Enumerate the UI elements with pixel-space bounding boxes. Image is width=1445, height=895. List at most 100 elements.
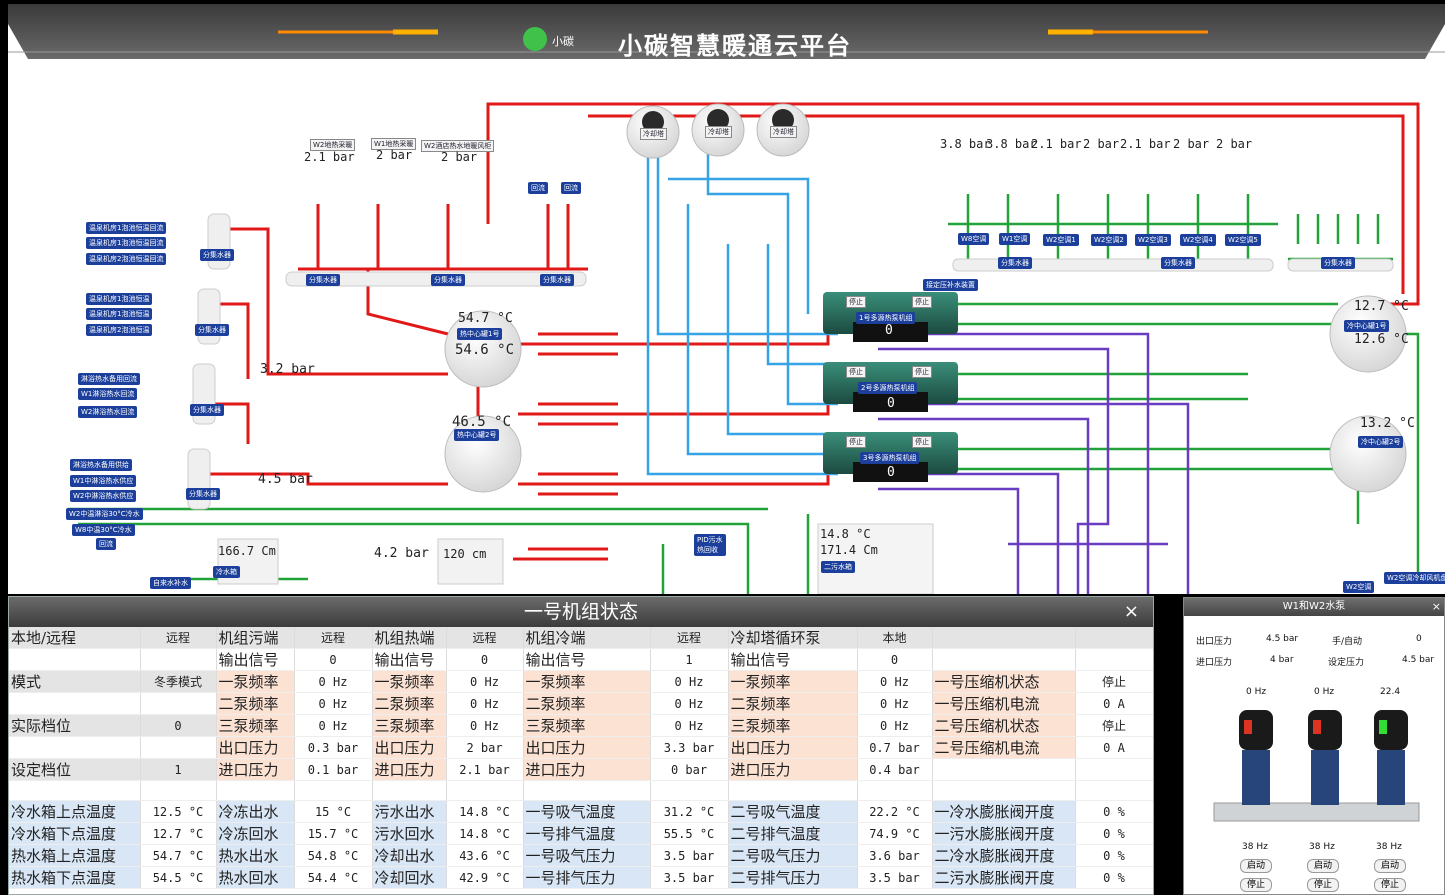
status-label-cell: 进口压力 [523, 758, 651, 781]
status-label-cell: 一泵频率 [728, 670, 858, 693]
status-value-cell: 42.9 °C [446, 866, 524, 890]
cooling-tower-label: 冷却塔 [640, 128, 667, 140]
status-label-cell: 二号压缩机电流 [932, 736, 1076, 759]
status-value-cell: 3.5 bar [650, 866, 729, 890]
pipe-network [8, 4, 1445, 594]
status-label-cell: 本地/远程 [9, 627, 141, 649]
status-value-cell: 0 % [1075, 844, 1153, 868]
hot-tank1-temp-bottom: 54.6 °C [455, 342, 515, 358]
cold-tank1-temp-top: 12.7 °C [1354, 299, 1409, 314]
cold-tank1-temp-bottom: 12.6 °C [1354, 332, 1409, 347]
status-label-cell: 模式 [9, 670, 141, 693]
branch-pressure: 2 bar [1173, 137, 1210, 151]
manifold-tag: 分集水器 [186, 488, 220, 500]
status-label-cell: 一冷水膨胀阀开度 [932, 800, 1076, 824]
unit3-stop-button[interactable]: 停止 [846, 436, 866, 448]
line-tag: 淋浴热水备用供给 [70, 459, 132, 471]
unit3-stop-button[interactable]: 停止 [912, 436, 932, 448]
pump2-set-freq: 38 Hz [1309, 842, 1335, 852]
return-tag: 回流 [96, 538, 116, 550]
pump-group-icon [1213, 710, 1420, 822]
status-value-cell: 54.7 °C [140, 844, 217, 868]
status-label-cell [523, 780, 651, 802]
status-value-cell: 15 °C [294, 800, 373, 824]
status-value-cell [446, 780, 524, 802]
status-value-cell [140, 780, 217, 802]
panel-title: 一号机组状态 [523, 601, 638, 623]
manifold-tag: 分集水器 [190, 404, 224, 416]
manifold-tag: 分集水器 [200, 249, 234, 261]
status-label-cell [932, 780, 1076, 802]
pump1-stop-button[interactable]: 停止 [1240, 878, 1272, 892]
branch-tag: W2空调3 [1135, 234, 1171, 246]
status-value-cell: 0 Hz [857, 714, 933, 737]
close-icon[interactable]: × [1431, 600, 1441, 613]
status-value-cell: 冬季模式 [140, 670, 217, 693]
unit2-stop-button[interactable]: 停止 [912, 366, 932, 378]
status-label-cell [372, 780, 447, 802]
table-row: 本地/远程远程机组污端远程机组热端远程机组冷端远程冷却塔循环泵本地 [9, 627, 1153, 649]
pump2-stop-button[interactable]: 停止 [1307, 878, 1339, 892]
status-label-cell: 进口压力 [728, 758, 858, 781]
hot-tank1-temp-top: 54.7 °C [458, 311, 513, 326]
pump1-start-button[interactable]: 启动 [1240, 859, 1272, 873]
status-value-cell: 14.8 °C [446, 800, 524, 824]
status-label-cell [9, 692, 141, 715]
status-value-cell: 12.5 °C [140, 800, 217, 824]
status-value-cell: 本地 [857, 627, 933, 649]
status-label-cell: 进口压力 [372, 758, 447, 781]
status-label-cell: 二污水膨胀阀开度 [932, 866, 1076, 890]
branch-tag: W2空调1 [1043, 234, 1079, 246]
status-label-cell [932, 648, 1076, 671]
status-value-cell: 1 [140, 758, 217, 781]
status-value-cell: 14.8 °C [446, 822, 524, 846]
unit1-stop-button[interactable]: 停止 [912, 296, 932, 308]
close-icon[interactable]: × [1123, 601, 1139, 622]
pump2-start-button[interactable]: 启动 [1307, 859, 1339, 873]
status-label-cell: 热水回水 [216, 866, 295, 890]
status-value-cell: 0 Hz [294, 670, 373, 693]
status-label-cell: 机组污端 [216, 627, 295, 649]
hot-tank2-name: 热中心罐2号 [454, 429, 500, 441]
manifold-tag: 分集水器 [431, 274, 465, 286]
status-label-cell: 二号压缩机状态 [932, 714, 1076, 737]
status-label-cell: 出口压力 [216, 736, 295, 759]
line-tag: W1淋浴热水回流 [78, 388, 138, 400]
status-value-cell: 0 Hz [857, 670, 933, 693]
branch-name: W1地热采暖 [371, 138, 417, 150]
pump3-stop-button[interactable]: 停止 [1374, 878, 1406, 892]
status-value-cell [857, 780, 933, 802]
status-label-cell: 热水箱下点温度 [9, 866, 141, 890]
status-value-cell: 0 % [1075, 800, 1153, 824]
status-label-cell: 冷水箱下点温度 [9, 822, 141, 846]
status-value-cell: 停止 [1075, 714, 1153, 737]
scada-diagram: 小碳 小碳智慧暖通云平台 冷却塔 冷却塔 冷却塔 W2地热采暖 W1地热采暖 W… [8, 4, 1445, 594]
status-label-cell: 冷却回水 [372, 866, 447, 890]
status-label-cell: 设定档位 [9, 758, 141, 781]
mode-value: 0 [1416, 634, 1422, 644]
status-value-cell: 0 [294, 648, 373, 671]
status-value-cell: 0 Hz [650, 692, 729, 715]
unit2-stop-button[interactable]: 停止 [846, 366, 866, 378]
status-value-cell: 0.1 bar [294, 758, 373, 781]
pump1-set-freq: 38 Hz [1242, 842, 1268, 852]
status-label-cell [728, 780, 858, 802]
status-value-cell: 远程 [294, 627, 373, 649]
status-label-cell: 一污水膨胀阀开度 [932, 822, 1076, 846]
pump3-start-button[interactable]: 启动 [1374, 859, 1406, 873]
level-cold-box: 166.7 Cm [218, 544, 276, 558]
platform-title: 小碳智慧暖通云平台 [618, 32, 852, 60]
unit1-stop-button[interactable]: 停止 [846, 296, 866, 308]
status-label-cell: 一号压缩机电流 [932, 692, 1076, 715]
status-label-cell: 二号排气压力 [728, 866, 858, 890]
status-value-cell: 0 Hz [294, 692, 373, 715]
cold-box2-temp: 14.8 °C [820, 527, 871, 541]
status-value-cell: 31.2 °C [650, 800, 729, 824]
make-up-water-tag: 自来水补水 [150, 577, 191, 589]
status-value-cell: 0 Hz [446, 692, 524, 715]
table-row [9, 780, 1153, 802]
